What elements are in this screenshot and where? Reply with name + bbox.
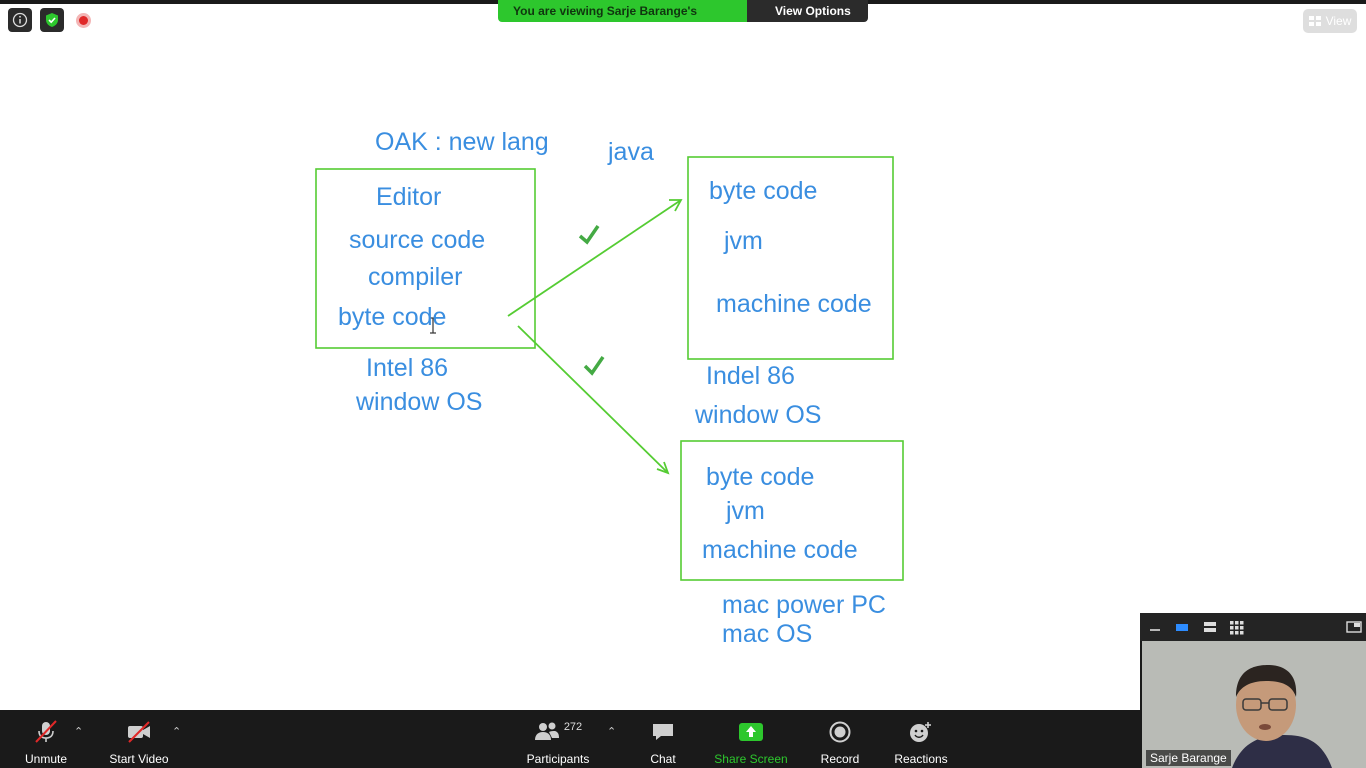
view-options-button[interactable]: View Options ⌄ <box>747 0 868 22</box>
left-box-line: compiler <box>368 263 463 291</box>
right-top-box-line: byte code <box>709 177 818 205</box>
chat-label: Chat <box>650 752 676 766</box>
video-panel-toolbar <box>1140 613 1366 641</box>
unmute-label: Unmute <box>24 752 68 766</box>
share-screen-button[interactable]: Share Screen <box>714 720 788 766</box>
right-top-box-line: machine code <box>716 290 872 318</box>
right-bottom-platform-line: mac OS <box>722 620 813 648</box>
left-platform-line: Intel 86 <box>366 354 449 382</box>
active-speaker-view-icon[interactable] <box>1175 621 1189 633</box>
participants-label: Participants <box>526 752 590 766</box>
right-bottom-box <box>680 440 904 581</box>
screen-share-banner: You are viewing Sarje Barange's screen V… <box>498 0 868 22</box>
participants-button[interactable]: 272 Participants <box>526 720 590 766</box>
strip-view-icon[interactable] <box>1203 621 1217 633</box>
label-java: java <box>608 138 654 166</box>
participant-name-tag: Sarje Barange <box>1146 750 1231 766</box>
right-bottom-box-line: machine code <box>702 536 858 564</box>
reactions-button[interactable]: Reactions <box>893 720 949 766</box>
meeting-toolbar <box>0 710 1366 768</box>
participant-avatar <box>1142 641 1366 768</box>
participants-count: 272 <box>563 721 583 733</box>
left-platform-line: window OS <box>356 388 483 416</box>
right-top-platform-line: window OS <box>695 401 822 429</box>
arrow-to-windows <box>507 199 682 317</box>
pop-out-icon[interactable] <box>1346 621 1362 633</box>
right-bottom-platform-line: mac power PC <box>722 591 886 619</box>
gallery-grid-icon[interactable] <box>1230 621 1244 635</box>
right-top-platform-line: Indel 86 <box>706 362 795 390</box>
share-screen-icon <box>738 720 764 744</box>
floating-video-panel[interactable]: Sarje Barange <box>1140 613 1366 768</box>
left-box <box>315 168 536 349</box>
participant-video-feed: Sarje Barange <box>1142 641 1366 768</box>
grid-view-icon <box>1308 16 1321 26</box>
video-options-caret-icon[interactable]: ⌃ <box>172 726 182 738</box>
chat-bubble-icon <box>651 720 675 744</box>
checkmark-bottom <box>583 356 605 376</box>
text-cursor-icon <box>430 317 436 334</box>
view-options-label: View Options <box>775 4 851 18</box>
audio-options-caret-icon[interactable]: ⌃ <box>74 726 84 738</box>
record-button[interactable]: Record <box>820 720 860 766</box>
recording-indicator[interactable] <box>76 13 91 28</box>
shield-icon <box>46 13 58 27</box>
record-icon <box>829 720 851 744</box>
right-bottom-box-line: byte code <box>706 463 815 491</box>
minimize-icon[interactable] <box>1148 621 1162 633</box>
start-video-button[interactable]: Start Video <box>108 720 170 766</box>
arrow-head-mac <box>656 461 670 475</box>
participants-options-caret-icon[interactable]: ⌃ <box>607 726 617 738</box>
right-top-box-line: jvm <box>724 227 763 255</box>
right-bottom-box-line: jvm <box>726 497 765 525</box>
start-video-label: Start Video <box>109 752 169 766</box>
left-box-line: byte code <box>338 303 447 331</box>
info-icon <box>12 12 28 28</box>
view-layout-button[interactable]: View <box>1303 9 1357 33</box>
view-button-label: View <box>1325 14 1352 28</box>
share-screen-label: Share Screen <box>714 752 788 766</box>
reactions-label: Reactions <box>894 752 948 766</box>
title-oak: OAK : new lang <box>375 128 549 156</box>
shared-screen-whiteboard: OAK : new lang java Editor source code c… <box>315 128 904 648</box>
chevron-down-icon: ⌄ <box>778 21 786 22</box>
record-dot-icon <box>79 16 88 25</box>
left-box-line: source code <box>349 226 486 254</box>
left-box-line: Editor <box>376 183 442 211</box>
video-off-icon <box>125 720 153 744</box>
smiley-icon <box>909 720 933 744</box>
right-top-box <box>687 156 894 360</box>
checkmark-top <box>578 225 600 245</box>
unmute-button[interactable]: Unmute <box>24 720 68 766</box>
viewing-screen-label: You are viewing Sarje Barange's screen <box>498 0 747 22</box>
encryption-button[interactable] <box>40 8 64 32</box>
arrow-to-mac <box>517 325 669 474</box>
record-label: Record <box>820 752 860 766</box>
participants-icon-group: 272 <box>534 720 582 744</box>
arrow-head-windows <box>669 199 683 212</box>
whiteboard-drawing <box>315 156 904 581</box>
muted-microphone-icon <box>33 720 59 744</box>
participants-icon <box>534 722 559 740</box>
chat-button[interactable]: Chat <box>643 720 683 766</box>
meeting-info-button[interactable] <box>8 8 32 32</box>
